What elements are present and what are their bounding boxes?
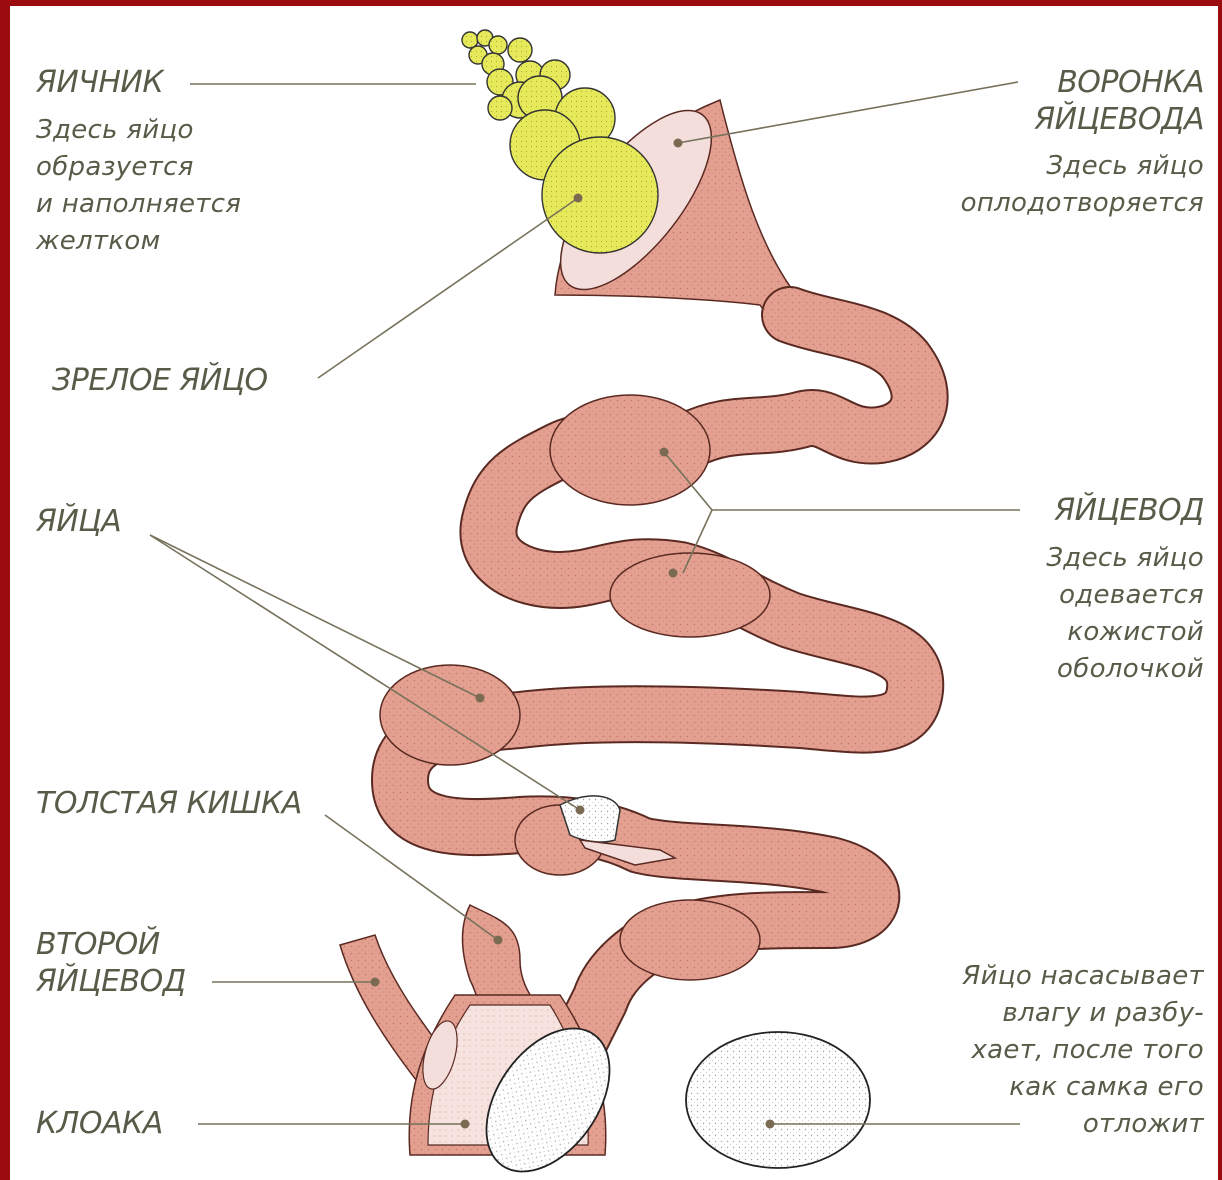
- funnel-note: Здесь яйцо оплодотворяется: [961, 148, 1204, 222]
- laid-egg-note: Яйцо насасывает влагу и разбу- хает, пос…: [962, 958, 1204, 1143]
- ovary-note-line: и наполняется: [36, 186, 241, 223]
- second-oviduct-line: ЯЙЦЕВОД: [36, 963, 186, 1000]
- oviduct-note-line: кожистой: [1046, 614, 1204, 651]
- laid-egg-note-line: Яйцо насасывает: [962, 958, 1204, 995]
- funnel-note-line: Здесь яйцо: [961, 148, 1204, 185]
- laid-egg-note-line: как самка его: [962, 1069, 1204, 1106]
- large-intestine-label: ТОЛСТАЯ КИШКА: [36, 785, 302, 822]
- laid-egg: [686, 1032, 870, 1168]
- oviduct-note-line: Здесь яйцо: [1046, 540, 1204, 577]
- ovary-note-line: Здесь яйцо: [36, 112, 241, 149]
- cloaca-label: КЛОАКА: [36, 1105, 163, 1142]
- laid-egg-note-line: отложит: [962, 1106, 1204, 1143]
- oviduct-note: Здесь яйцо одевается кожистой оболочкой: [1046, 540, 1204, 688]
- funnel-note-line: оплодотворяется: [961, 185, 1204, 222]
- ovary-note-line: образуется: [36, 149, 241, 186]
- oviduct-note-line: оболочкой: [1046, 651, 1204, 688]
- oviduct-note-line: одевается: [1046, 577, 1204, 614]
- mature-egg-label: ЗРЕЛОЕ ЯЙЦО: [52, 362, 268, 399]
- laid-egg-note-line: влагу и разбу-: [962, 995, 1204, 1032]
- second-oviduct-label: ВТОРОЙ ЯЙЦЕВОД: [36, 926, 186, 1000]
- oviduct-title: ЯЙЦЕВОД: [1054, 492, 1204, 529]
- laid-egg-note-line: хает, после того: [962, 1032, 1204, 1069]
- eggs-label: ЯЙЦА: [36, 503, 121, 540]
- ovary-note: Здесь яйцо образуется и наполняется желт…: [36, 112, 241, 260]
- ovary-note-line: желтком: [36, 223, 241, 260]
- funnel-title: ВОРОНКА ЯЙЦЕВОДА: [1034, 64, 1204, 138]
- funnel-title-line: ВОРОНКА: [1034, 64, 1204, 101]
- second-oviduct-line: ВТОРОЙ: [36, 926, 186, 963]
- funnel-title-line: ЯЙЦЕВОДА: [1034, 101, 1204, 138]
- ovary-title: ЯИЧНИК: [36, 64, 163, 101]
